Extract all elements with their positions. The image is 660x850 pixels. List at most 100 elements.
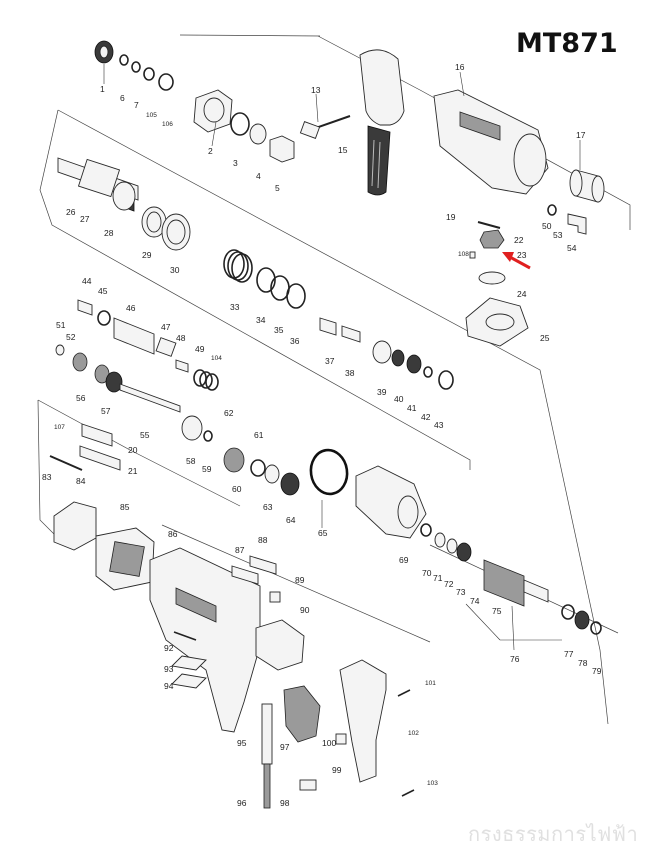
- callout-7: 7: [134, 100, 139, 110]
- field-85: [95, 527, 155, 591]
- callout-15: 15: [338, 145, 348, 155]
- callout-75: 75: [492, 606, 502, 616]
- callout-99: 99: [332, 765, 342, 775]
- callout-28: 28: [104, 228, 114, 238]
- callout-19: 19: [446, 212, 456, 222]
- callout-50: 50: [542, 221, 552, 231]
- callout-21: 21: [128, 466, 138, 476]
- callout-23: 23: [517, 250, 527, 260]
- callout-47: 47: [161, 322, 171, 332]
- callout-61: 61: [254, 430, 264, 440]
- callout-76: 76: [510, 654, 520, 664]
- callout-54: 54: [567, 243, 577, 253]
- plates-20-21: [49, 423, 121, 471]
- callout-79: 79: [592, 666, 602, 676]
- callout-37: 37: [325, 356, 335, 366]
- callout-55: 55: [140, 430, 150, 440]
- housing-69: [355, 465, 427, 539]
- callout-48: 48: [176, 333, 186, 343]
- clutch-58-64: [181, 415, 300, 496]
- rod-95-96: [261, 703, 273, 809]
- callout-25: 25: [540, 333, 550, 343]
- plates-24-25: [465, 271, 529, 347]
- callout-58: 58: [186, 456, 196, 466]
- assembly-frames: [37, 34, 631, 725]
- callout-83: 83: [42, 472, 52, 482]
- part-89: [269, 591, 281, 603]
- rings-29-30: [141, 206, 191, 251]
- screws-92-94: [171, 631, 207, 689]
- callout-57: 57: [101, 406, 111, 416]
- lever-parts-19-23: [469, 221, 505, 259]
- gear-housing: [433, 89, 549, 195]
- barrel-assembly: [57, 157, 139, 212]
- callout-98: 98: [280, 798, 290, 808]
- piston-parts-44-49: [77, 299, 219, 391]
- callout-94: 94: [164, 681, 174, 691]
- callout-84: 84: [76, 476, 86, 486]
- callout-56: 56: [76, 393, 86, 403]
- callout-38: 38: [345, 368, 355, 378]
- callout-46: 46: [126, 303, 136, 313]
- fan-baffle-84: [53, 501, 97, 551]
- callout-33: 33: [230, 302, 240, 312]
- callout-62: 62: [224, 408, 234, 418]
- side-handle: [299, 49, 405, 196]
- callout-22: 22: [514, 235, 524, 245]
- callout-13: 13: [311, 85, 321, 95]
- callout-90: 90: [300, 605, 310, 615]
- callout-24: 24: [517, 289, 527, 299]
- callout-2: 2: [208, 146, 213, 156]
- callout-87: 87: [235, 545, 245, 555]
- callout-106: 106: [162, 121, 173, 128]
- callout-74: 74: [470, 596, 480, 606]
- callout-64: 64: [286, 515, 296, 525]
- callout-92: 92: [164, 643, 174, 653]
- callout-40: 40: [394, 394, 404, 404]
- callout-5: 5: [275, 183, 280, 193]
- rings-34-36: [256, 267, 306, 309]
- callout-4: 4: [256, 171, 261, 181]
- pins-37-38: [319, 317, 361, 343]
- callout-43: 43: [434, 420, 444, 430]
- callout-69: 69: [399, 555, 409, 565]
- callout-34: 34: [256, 315, 266, 325]
- callout-29: 29: [142, 250, 152, 260]
- callout-89: 89: [295, 575, 305, 585]
- callout-102: 102: [408, 730, 419, 737]
- callout-105: 105: [146, 112, 157, 119]
- callout-6: 6: [120, 93, 125, 103]
- o-ring-65: [309, 448, 349, 496]
- callout-17: 17: [576, 130, 586, 140]
- chuck-cap-part: [94, 40, 114, 64]
- small-parts-50-54: [547, 204, 587, 235]
- callout-73: 73: [456, 587, 466, 597]
- callout-93: 93: [164, 664, 174, 674]
- callout-41: 41: [407, 403, 417, 413]
- callout-49: 49: [195, 344, 205, 354]
- callout-65: 65: [318, 528, 328, 538]
- callout-107: 107: [54, 424, 65, 431]
- callout-101: 101: [425, 680, 436, 687]
- callout-53: 53: [553, 230, 563, 240]
- callout-70: 70: [422, 568, 432, 578]
- leader-lines: [103, 64, 581, 651]
- callout-60: 60: [232, 484, 242, 494]
- callout-72: 72: [444, 579, 454, 589]
- callout-16: 16: [455, 62, 465, 72]
- callout-86: 86: [168, 529, 178, 539]
- callout-88: 88: [258, 535, 268, 545]
- callout-labels: 1 6 7 105 106 2 3 4 5 13 15 16 17 19 22 …: [42, 62, 602, 808]
- switch-97-100: [283, 685, 347, 791]
- callout-85: 85: [120, 502, 130, 512]
- callout-42: 42: [421, 412, 431, 422]
- bearings-39-43: [372, 340, 454, 390]
- callout-35: 35: [274, 325, 284, 335]
- callout-30: 30: [170, 265, 180, 275]
- handle-cover-102: [339, 659, 415, 797]
- callout-36: 36: [290, 336, 300, 346]
- callout-59: 59: [202, 464, 212, 474]
- callout-1: 1: [100, 84, 105, 94]
- callout-100: 100: [322, 738, 336, 748]
